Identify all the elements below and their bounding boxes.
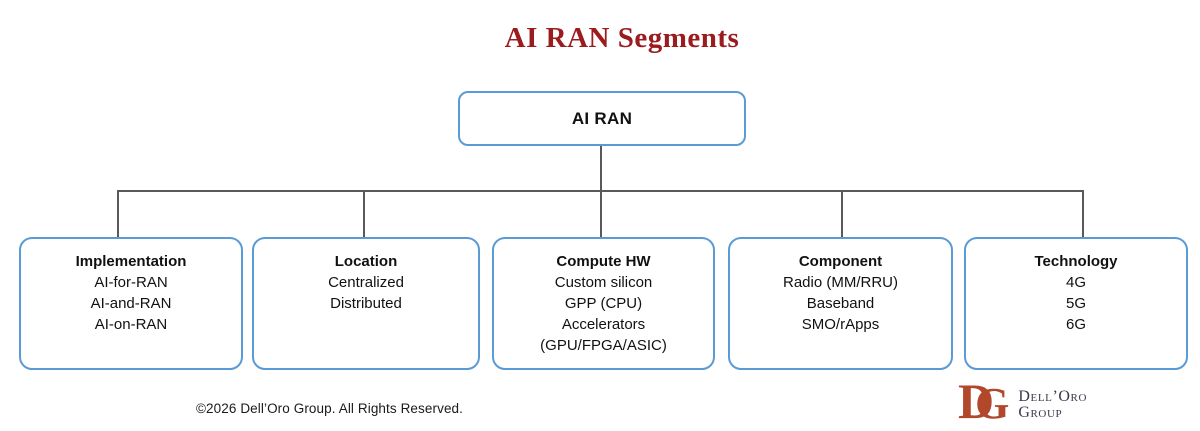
segment-item: Radio (MM/RRU) — [782, 274, 898, 291]
segment-box-technology: Technology 4G 5G 6G — [964, 237, 1188, 370]
logo-wordmark-line2: Group — [1018, 404, 1063, 421]
root-node-label: AI RAN — [571, 108, 633, 128]
root-node-ai-ran: AI RAN — [458, 91, 746, 146]
segment-item: 4G — [1065, 274, 1086, 291]
segment-header: Technology — [1034, 253, 1118, 270]
segment-box-component: Component Radio (MM/RRU) Baseband SMO/rA… — [728, 237, 953, 370]
connector-root-stem — [600, 146, 602, 190]
segment-item: Centralized — [328, 274, 404, 291]
connector-drop-location — [363, 190, 365, 237]
segment-box-compute-hw: Compute HW Custom silicon GPP (CPU) Acce… — [492, 237, 715, 370]
segment-header: Component — [798, 253, 883, 270]
segment-item: Custom silicon — [554, 274, 653, 291]
segment-item: Accelerators — [561, 316, 646, 333]
connector-drop-compute-hw — [600, 190, 602, 237]
segment-box-implementation: Implementation AI-for-RAN AI-and-RAN AI-… — [19, 237, 243, 370]
segment-header: Compute HW — [556, 253, 651, 270]
segment-item: AI-for-RAN — [94, 274, 168, 291]
segment-header: Implementation — [75, 253, 187, 270]
connector-drop-component — [841, 190, 843, 237]
logo-wordmark-line1: Dell’Oro — [1018, 388, 1088, 405]
segment-item: Baseband — [806, 295, 875, 312]
logo-wordmark: Dell’Oro Group — [1018, 385, 1087, 421]
logo-letter-d: D — [958, 373, 995, 429]
copyright-text: ©2026 Dell’Oro Group. All Rights Reserve… — [196, 401, 464, 416]
connector-drop-technology — [1082, 190, 1084, 237]
segment-box-location: Location Centralized Distributed — [252, 237, 480, 370]
delloro-dg-monogram-icon: DG — [958, 376, 1010, 428]
segment-header: Location — [334, 253, 398, 270]
segment-item: Distributed — [330, 295, 402, 312]
segment-item: GPP (CPU) — [564, 295, 643, 312]
diagram-title: AI RAN Segments — [504, 22, 740, 54]
connector-drop-implementation — [117, 190, 119, 237]
segment-item: (GPU/FPGA/ASIC) — [540, 337, 667, 354]
segment-item: SMO/rApps — [801, 316, 880, 333]
delloro-group-logo: DG Dell’Oro Group — [958, 376, 1087, 428]
segment-item: AI-and-RAN — [90, 295, 172, 312]
segment-item: 6G — [1065, 316, 1086, 333]
segment-item: AI-on-RAN — [94, 316, 168, 333]
logo-letter-g: G — [975, 379, 1010, 428]
segment-item: 5G — [1065, 295, 1086, 312]
